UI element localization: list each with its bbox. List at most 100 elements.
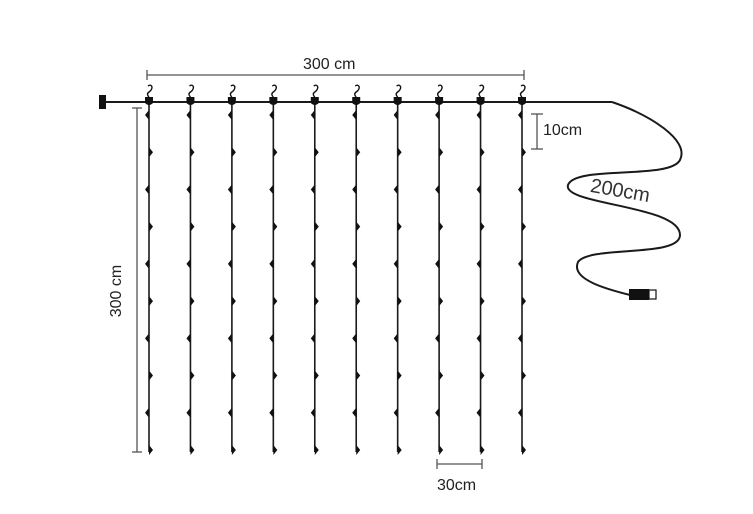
led-bead: [476, 407, 481, 418]
hook-icon: [352, 84, 361, 105]
led-bead: [356, 221, 361, 232]
led-bead: [190, 147, 195, 158]
led-bead: [145, 184, 149, 195]
led-bead: [518, 110, 522, 120]
led-bead: [314, 296, 319, 307]
height-label: 300 cm: [108, 264, 126, 318]
hook-icon: [435, 84, 444, 105]
hook-clip: [310, 97, 319, 105]
led-bead: [435, 258, 440, 269]
light-strand: [476, 102, 485, 455]
strand-spacing-dimension: [436, 459, 483, 469]
led-bead: [190, 296, 195, 307]
led-bead: [231, 370, 236, 381]
hook-icon: [227, 84, 236, 105]
led-bead: [145, 258, 149, 269]
led-bead: [149, 147, 153, 158]
hook-wire: [146, 84, 153, 98]
led-bead: [227, 258, 232, 269]
led-bead: [310, 184, 315, 195]
led-bead: [273, 370, 278, 381]
led-bead: [393, 184, 398, 195]
led-bead: [227, 333, 232, 344]
hook-icon: [310, 84, 319, 105]
led-bead: [190, 370, 195, 381]
led-bead: [476, 110, 481, 120]
led-bead: [356, 296, 361, 307]
light-strand: [518, 102, 526, 455]
usb-plug-icon: [629, 289, 657, 300]
led-bead: [186, 407, 191, 418]
hook-icon: [476, 84, 485, 105]
light-strand: [227, 102, 236, 455]
led-bead: [186, 110, 191, 120]
hook-icon: [518, 84, 526, 105]
led-bead: [476, 333, 481, 344]
led-bead: [314, 221, 319, 232]
led-bead: [397, 445, 402, 455]
led-bead: [149, 445, 153, 455]
hooks: [145, 84, 526, 105]
led-bead: [476, 258, 481, 269]
led-bead: [149, 221, 153, 232]
light-strand: [435, 102, 444, 455]
led-bead: [310, 110, 315, 120]
led-bead: [522, 221, 526, 232]
led-bead: [231, 147, 236, 158]
led-bead: [269, 333, 274, 344]
hook-clip: [393, 97, 402, 105]
hook-wire: [519, 84, 526, 98]
light-strand: [310, 102, 319, 455]
bead-spacing-label: 10cm: [543, 122, 583, 139]
led-bead: [314, 370, 319, 381]
led-bead: [352, 333, 357, 344]
led-bead: [397, 370, 402, 381]
hook-wire: [229, 84, 236, 98]
led-bead: [480, 445, 485, 455]
hook-wire: [271, 84, 278, 98]
hook-clip: [227, 97, 236, 105]
hook-clip: [186, 97, 195, 105]
led-bead: [186, 258, 191, 269]
led-bead: [480, 296, 485, 307]
hook-clip: [518, 97, 526, 105]
hook-wire: [312, 84, 319, 98]
light-strand: [352, 102, 361, 455]
led-bead: [231, 296, 236, 307]
led-bead: [522, 296, 526, 307]
light-strand: [186, 102, 195, 455]
hook-wire: [354, 84, 360, 98]
led-bead: [435, 110, 440, 120]
led-bead: [522, 370, 526, 381]
led-bead: [356, 370, 361, 381]
led-bead: [227, 407, 232, 418]
height-dimension: [132, 107, 142, 453]
led-bead: [145, 333, 149, 344]
led-bead: [314, 147, 319, 158]
hook-wire: [478, 84, 485, 98]
width-label: 300 cm: [303, 56, 356, 73]
led-bead: [273, 221, 278, 232]
led-bead: [393, 407, 398, 418]
led-bead: [435, 407, 440, 418]
led-bead: [439, 147, 444, 158]
strand-spacing-label: 30cm: [437, 477, 477, 494]
led-bead: [310, 333, 315, 344]
led-bead: [393, 333, 398, 344]
led-bead: [356, 147, 361, 158]
hook-clip: [145, 97, 153, 105]
hook-clip: [269, 97, 278, 105]
led-bead: [397, 296, 402, 307]
hook-wire: [395, 84, 402, 98]
led-bead: [397, 221, 402, 232]
led-bead: [273, 296, 278, 307]
led-bead: [310, 407, 315, 418]
light-strand: [269, 102, 278, 455]
led-bead: [435, 333, 440, 344]
led-bead: [269, 407, 274, 418]
led-bead: [273, 445, 278, 455]
hook-clip: [352, 97, 361, 105]
led-bead: [227, 110, 232, 120]
led-bead: [522, 445, 526, 455]
